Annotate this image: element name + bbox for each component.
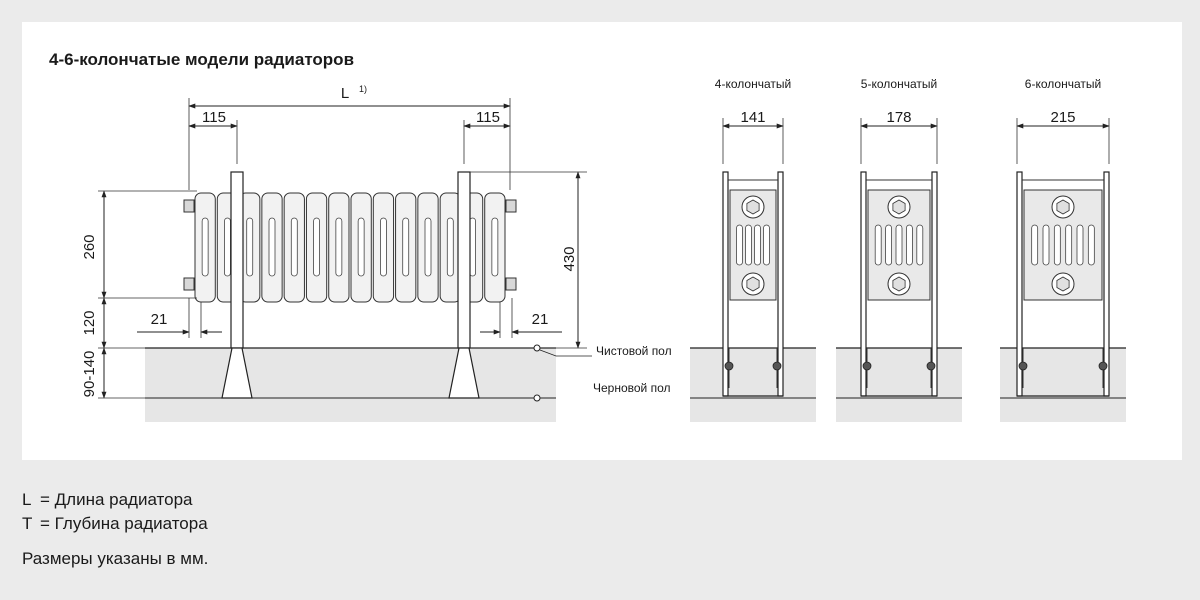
side-floor-band xyxy=(690,348,816,422)
front-floor-band xyxy=(145,348,556,422)
dim-label-115-right: 115 xyxy=(476,109,500,126)
radiator-section-slot xyxy=(224,217,231,277)
side-view-5: 5-колончатый 178 xyxy=(836,77,962,422)
rough-floor-label: Черновой пол xyxy=(593,381,671,395)
dim-label-21-left: 21 xyxy=(151,311,168,328)
legend-row-L: L = Длина радиатора xyxy=(22,488,208,512)
radiator-section-slot xyxy=(424,217,432,277)
radiator-section-slot xyxy=(313,217,320,277)
nipple-bottom-right xyxy=(505,277,517,291)
left-post xyxy=(230,171,244,349)
radiator-section-slot xyxy=(380,217,387,277)
side-views: 4-колончатый 141 5-колончатый 178 6-колончат… xyxy=(690,77,1126,422)
legend-row-T: T = Глубина радиатора xyxy=(22,512,208,536)
legend-text-L: = Длина радиатора xyxy=(40,490,193,509)
radiator-section-slot xyxy=(402,217,410,277)
side-floor-band xyxy=(836,348,962,422)
column-slot xyxy=(885,224,892,266)
clean-floor-label: Чистовой пол xyxy=(596,344,672,358)
left-post-foot xyxy=(221,347,253,399)
dim-label-260: 260 xyxy=(81,234,98,259)
column-slot xyxy=(736,224,743,266)
side-view-label: 6-колончатый xyxy=(1025,77,1101,91)
column-slot xyxy=(874,224,882,266)
nipple-bottom-left xyxy=(183,277,195,291)
front-view: L 1) 115 115 260 120 90-140 xyxy=(81,84,672,422)
radiator-section-slot xyxy=(246,217,254,277)
legend: L = Длина радиатора T = Глубина радиатор… xyxy=(22,488,208,536)
side-view-4: 4-колончатый 141 xyxy=(690,77,816,422)
side-view-depth-label: 215 xyxy=(1050,109,1075,126)
dim-label-120: 120 xyxy=(81,310,98,335)
column-slot xyxy=(1065,224,1073,266)
right-post-foot xyxy=(448,347,480,399)
side-view-depth-label: 141 xyxy=(740,109,765,126)
column-slot xyxy=(1042,224,1050,266)
dim-label-430: 430 xyxy=(561,246,578,271)
floor-valve xyxy=(724,361,734,371)
dim-label-21-right: 21 xyxy=(532,311,549,328)
radiator-section-slot xyxy=(290,217,298,277)
legend-key-T: T xyxy=(22,514,33,533)
floor-valve xyxy=(1018,361,1028,371)
radiator-section-slot xyxy=(335,217,343,277)
radiator-section-slot xyxy=(446,217,454,277)
column-slot xyxy=(1031,224,1039,266)
column-slot xyxy=(745,224,752,266)
side-view-6: 6-колончатый 215 xyxy=(1000,77,1126,422)
floor-valve xyxy=(862,361,872,371)
drawing-panel: 4-6-колончатые модели радиаторов L xyxy=(22,22,1182,460)
legend-key-L: L xyxy=(22,490,32,509)
units-note: Размеры указаны в мм. xyxy=(22,549,209,568)
floor-valve xyxy=(926,361,936,371)
radiator-section-slot xyxy=(357,217,365,277)
radiator-section-slot xyxy=(491,217,499,277)
column-slot xyxy=(1076,224,1084,266)
dim-label-L: L xyxy=(341,85,349,102)
dim-label-115-left: 115 xyxy=(202,109,226,126)
nipple-top-right xyxy=(505,199,517,213)
column-slot xyxy=(754,224,761,266)
radiator-section-slot xyxy=(201,217,209,277)
nipple-top-left xyxy=(183,199,195,213)
column-slot xyxy=(1053,224,1061,266)
column-slot xyxy=(1087,224,1095,266)
column-slot xyxy=(895,224,903,266)
dim-label-L-sup: 1) xyxy=(359,84,367,94)
dim-label-90-140: 90-140 xyxy=(81,351,98,398)
right-post xyxy=(457,171,471,349)
column-slot xyxy=(916,224,924,266)
side-view-label: 5-колончатый xyxy=(861,77,937,91)
radiator-drawing: L 1) 115 115 260 120 90-140 xyxy=(81,77,1126,422)
floor-valve xyxy=(1098,361,1108,371)
diagram-title: 4-6-колончатые модели радиаторов xyxy=(49,50,355,69)
side-view-depth-label: 178 xyxy=(886,109,911,126)
column-slot xyxy=(763,224,770,266)
radiator-section-slot xyxy=(268,217,276,277)
legend-text-T: = Глубина радиатора xyxy=(40,514,208,533)
side-view-label: 4-колончатый xyxy=(715,77,791,91)
column-slot xyxy=(906,224,913,266)
floor-valve xyxy=(772,361,782,371)
